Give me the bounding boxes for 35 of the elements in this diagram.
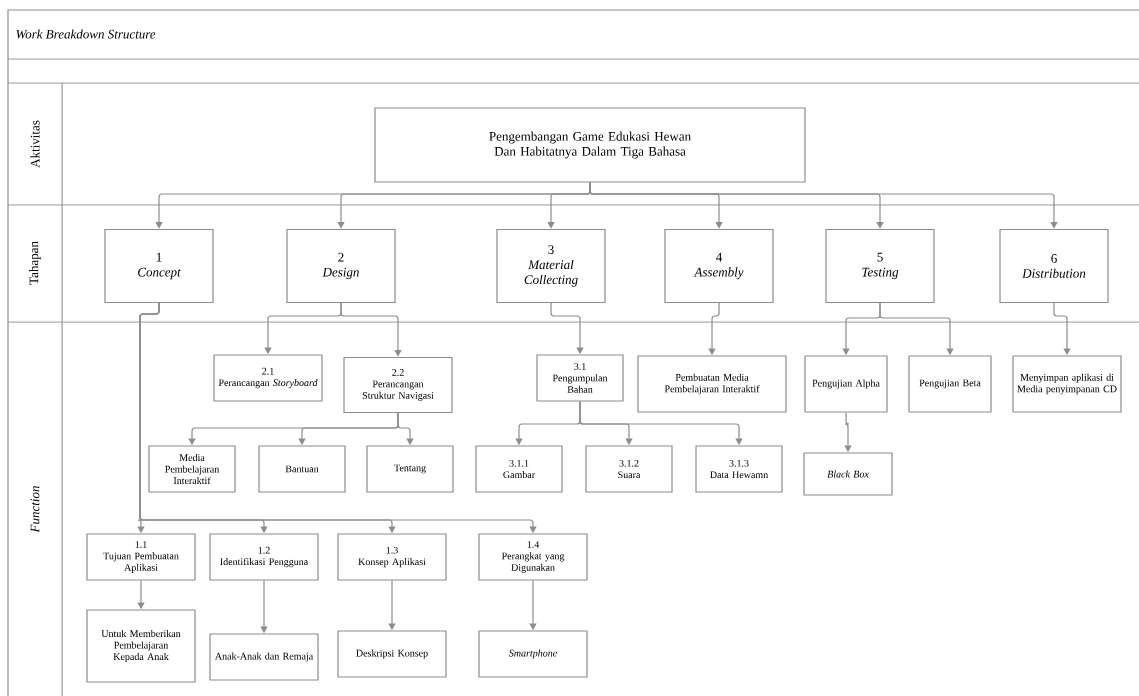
process-box: 2 Design (286, 228, 396, 304)
lane-label: Aktivitas (30, 120, 40, 168)
lane-label: Tahapan (29, 241, 41, 285)
process-box: 3.1.2 Suara (585, 445, 673, 493)
process-box: Bantuan (258, 445, 346, 493)
process-box: 1.3 Konsep Aplikasi (337, 533, 447, 581)
process-box: 5 Testing (825, 228, 935, 304)
process-box: Pengembangan Game Edukasi Hewan Dan Habitatnya Dalam Tiga Bahasa (374, 107, 806, 183)
process-box: 1 Concept (104, 228, 214, 304)
process-box: 3.1 Pengumpulan Bahan (536, 354, 624, 402)
process-box: Black Box (803, 452, 893, 496)
process-box: 1.4 Perangkat yang Digunakan (478, 533, 588, 581)
process-box: 1.2 Identifikasi Pengguna (209, 533, 319, 581)
process-box: 3.1.1 Gambar (475, 445, 563, 493)
process-box: Pengujian Alpha (804, 355, 888, 413)
process-box: Media Pembelajaran Interaktif (148, 445, 236, 493)
process-box: Untuk Memberikan Pembelajaran Kepada Anak (86, 609, 196, 683)
process-box: 3 Material Collecting (496, 228, 606, 304)
process-box: 2.1 Perancangan Storyboard (213, 354, 323, 402)
process-box: 2.2 Perancangan Struktur Navigasi (343, 356, 453, 414)
process-box: Smartphone (478, 630, 588, 678)
process-box: Menyimpan aplikasi di Media penyimpanan CD (1012, 355, 1122, 413)
process-box: 6 Distribution (999, 228, 1109, 304)
arrow (589, 182, 1058, 229)
process-box: 4 Assembly (664, 228, 774, 304)
process-box: Pengujian Beta (908, 355, 992, 413)
lane-label: Function (30, 486, 40, 533)
title: Work Breakdown Structure (16, 29, 156, 39)
process-box: 3.1.3 Data Hewamn (695, 445, 783, 493)
process-box: Pembuatan Media Pembelajaran Interaktif (637, 355, 787, 413)
process-box: Deskripsi Konsep (337, 630, 447, 678)
process-box: 1.1 Tujuan Pembuatan Aplikasi (86, 533, 196, 581)
process-box: Anak-Anak dan Remaja (209, 633, 319, 681)
arrow (340, 302, 402, 357)
process-box: Tentang (366, 445, 454, 493)
